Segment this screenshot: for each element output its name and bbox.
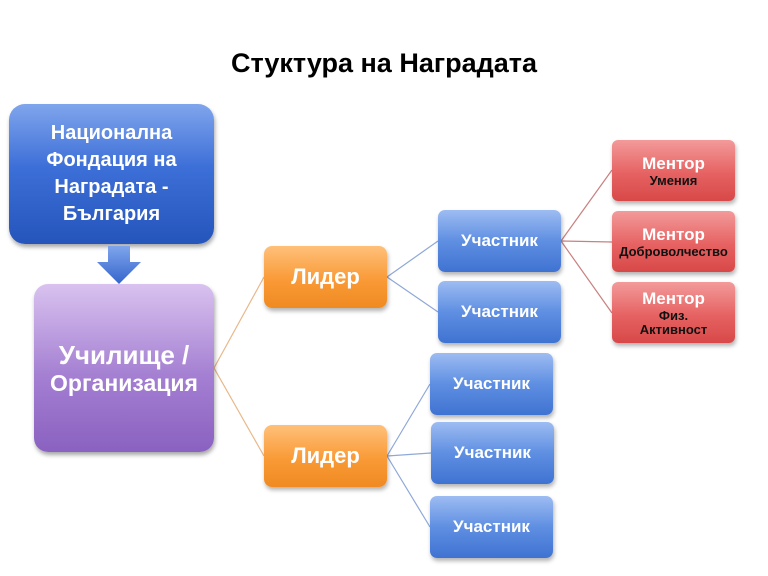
mentor-subtitle-line-2: Активност <box>639 321 708 337</box>
foundation-line-1: Национална <box>50 122 173 144</box>
foundation-line-2: Фондация на <box>46 149 177 171</box>
mentor-title: Ментор <box>642 288 705 308</box>
foundation-line-3: Наградата - <box>54 176 169 198</box>
participant-box-2-2: Участник <box>431 422 554 484</box>
down-arrow-icon <box>97 246 141 284</box>
mentor-box-physical: Ментор Физ. Активност <box>612 282 735 343</box>
school-box: Училище / Организация <box>34 284 214 452</box>
foundation-box: Национална Фондация на Наградата - Бълга… <box>9 104 214 244</box>
link-participant-mentor-1 <box>560 169 613 242</box>
link-leader1-participant-2 <box>386 276 439 313</box>
mentor-subtitle: Доброволчество <box>619 243 728 259</box>
mentor-subtitle: Умения <box>649 172 698 188</box>
leader-box-1: Лидер <box>264 246 387 308</box>
leader-box-2: Лидер <box>264 425 387 487</box>
mentor-box-skills: Ментор Умения <box>612 140 735 201</box>
mentor-box-volunteering: Ментор Доброволчество <box>612 211 735 272</box>
link-school-leader-2 <box>213 367 265 457</box>
mentor-subtitle-line-1: Физ. <box>658 307 689 323</box>
link-leader2-participant-1 <box>386 383 431 457</box>
link-participant-mentor-3 <box>560 240 613 314</box>
school-line-1: Училище / <box>58 339 190 370</box>
participant-box-2-3: Участник <box>430 496 553 558</box>
mentor-title: Ментор <box>642 224 705 244</box>
participant-box-1-1: Участник <box>438 210 561 272</box>
foundation-line-4: България <box>62 203 161 225</box>
link-leader2-participant-2 <box>386 452 432 457</box>
link-participant-mentor-2 <box>560 240 613 243</box>
participant-box-2-1: Участник <box>430 353 553 415</box>
mentor-title: Ментор <box>642 153 705 173</box>
diagram-title: Стуктура на Наградата <box>231 48 537 78</box>
link-leader1-participant-1 <box>386 240 439 278</box>
participant-box-1-2: Участник <box>438 281 561 343</box>
school-line-2: Организация <box>50 369 198 396</box>
link-school-leader-1 <box>213 276 265 369</box>
link-leader2-participant-3 <box>386 455 431 528</box>
